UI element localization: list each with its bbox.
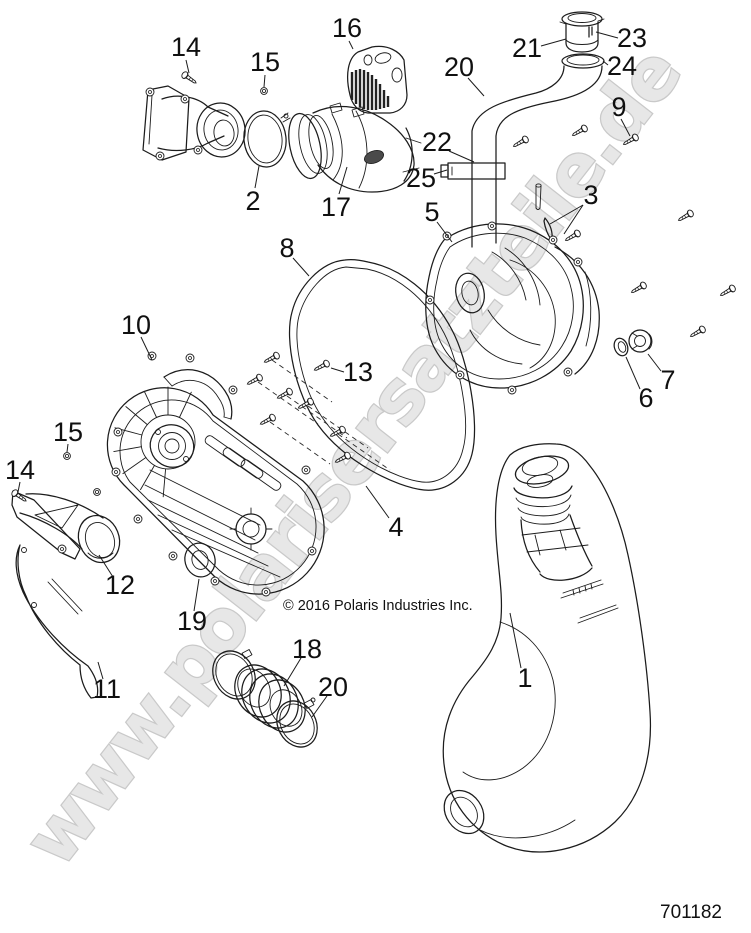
part-callout-10: 10 — [121, 310, 151, 340]
grille-fins — [350, 69, 390, 110]
part-callout-13: 13 — [343, 357, 373, 387]
part-callout-12: 12 — [105, 570, 135, 600]
part-callout-2: 2 — [245, 186, 260, 216]
part-callout-25: 25 — [406, 163, 436, 193]
part-11-guard — [15, 544, 99, 699]
callout-leader-line — [97, 661, 104, 680]
part-callout-5: 5 — [424, 197, 439, 227]
part-10-outer-clutch-cover — [106, 351, 325, 597]
callout-leader-line — [193, 578, 200, 612]
callout-leader-line — [311, 695, 328, 718]
callout-leader-line — [66, 443, 69, 453]
callout-leader-line — [283, 657, 302, 687]
part-callout-4: 4 — [388, 512, 403, 542]
part-callout-16: 16 — [332, 13, 362, 43]
callout-leader-line — [185, 59, 190, 74]
callout-leader-line — [448, 150, 475, 163]
callout-leader-line — [330, 367, 345, 373]
part-callout-8: 8 — [279, 233, 294, 263]
cap-vent-slot — [588, 26, 593, 38]
callout-leader-line — [263, 74, 266, 88]
callout-leader-line — [625, 356, 641, 390]
part-18-bellows-and-clamps — [212, 649, 318, 748]
part-callout-18: 18 — [292, 634, 322, 664]
part-callout-19: 19 — [177, 606, 207, 636]
fan-spokes — [113, 386, 192, 498]
part-8-drive-belt — [288, 258, 476, 491]
part-callout-17: 17 — [321, 192, 351, 222]
part-callout-21: 21 — [512, 33, 542, 63]
part-callout-15: 15 — [250, 47, 280, 77]
part-25-nub — [440, 164, 449, 178]
part-21-breather-cap — [559, 11, 605, 53]
nut-icon — [63, 452, 71, 460]
part-callout-9: 9 — [611, 92, 626, 122]
part-number-text: 701182 — [660, 902, 722, 923]
part-callout-14: 14 — [171, 32, 201, 62]
part-callout-14: 14 — [5, 455, 35, 485]
part-5-inner-clutch-cover — [425, 221, 600, 395]
part-callout-15: 15 — [53, 417, 83, 447]
part-6-washer — [613, 337, 629, 357]
part-13-mounting-bolts — [245, 350, 391, 471]
part-2-clamp — [243, 110, 291, 168]
part-callout-20: 20 — [444, 52, 474, 82]
part-callout-22: 22 — [422, 127, 452, 157]
callout-leader-line — [254, 165, 260, 189]
part-callout-11: 11 — [93, 674, 121, 704]
callout-leader-line — [17, 481, 21, 493]
part-callout-3: 3 — [583, 180, 598, 210]
callout-leader-line — [549, 204, 584, 225]
part-16-grille — [347, 45, 408, 114]
callout-leader-line — [647, 353, 662, 372]
part-20-snorkel-tube — [440, 65, 603, 248]
part-7-plug — [628, 329, 653, 353]
callout-leader-line — [433, 169, 448, 175]
callout-leader-line — [509, 612, 522, 669]
copyright-text: © 2016 Polaris Industries Inc. — [283, 598, 473, 614]
part-17-intake-boot — [288, 102, 422, 193]
callout-leader-line — [620, 118, 631, 137]
part-1-clutch-duct — [442, 443, 652, 853]
part-12-bracket-horn — [10, 488, 121, 564]
part-callout-24: 24 — [607, 51, 637, 81]
part-callout-20: 20 — [318, 672, 348, 702]
nut-icon — [260, 87, 268, 95]
callout-leader-line — [98, 554, 114, 578]
callout-leader-line — [365, 485, 390, 519]
callout-leader-line — [338, 166, 348, 195]
callout-leader-line — [348, 40, 354, 50]
part-14-intake-bracket-duct — [142, 70, 246, 161]
part-callout-7: 7 — [660, 365, 675, 395]
callout-leader-line — [602, 60, 609, 66]
part-callout-23: 23 — [617, 23, 647, 53]
part-callout-6: 6 — [638, 383, 653, 413]
part-19-seal — [184, 542, 216, 578]
nut-icon — [93, 488, 101, 496]
callout-leader-line — [436, 221, 453, 243]
callout-leader-line — [140, 336, 153, 361]
callout-leader-line — [595, 31, 619, 39]
part-24-seal-ring — [561, 53, 605, 69]
callout-leader-line — [292, 257, 310, 277]
callout-leader-line — [540, 38, 567, 47]
callout-leader-line — [563, 204, 584, 235]
callout-leader-line — [467, 77, 485, 97]
part-callout-1: 1 — [517, 663, 532, 693]
